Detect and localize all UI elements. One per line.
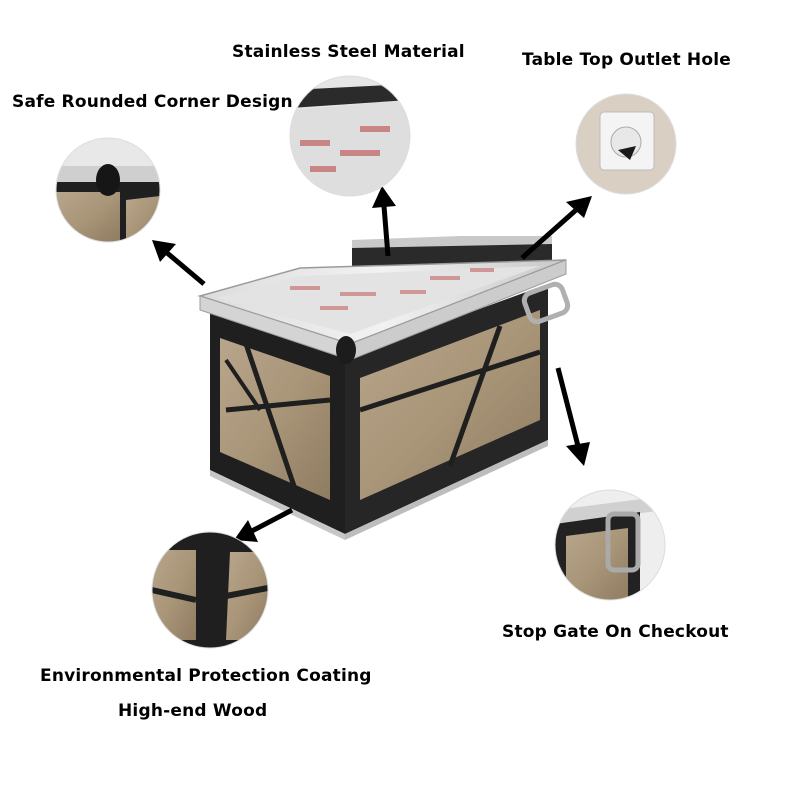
detail-circle-rounded-corner: [55, 137, 161, 243]
label-environmental-coating: Environmental Protection Coating: [40, 666, 372, 686]
label-rounded-corner: Safe Rounded Corner Design: [12, 92, 293, 112]
detail-circle-wood-coating: [151, 531, 269, 649]
label-high-end-wood: High-end Wood: [118, 701, 268, 721]
pointer-arrows: [152, 186, 592, 542]
detail-circle-stainless-steel: [289, 75, 411, 197]
label-stainless-steel: Stainless Steel Material: [232, 42, 465, 62]
label-outlet-hole: Table Top Outlet Hole: [522, 50, 731, 70]
detail-circle-outlet-hole: [575, 93, 677, 195]
detail-circle-stop-gate: [554, 489, 666, 601]
label-stop-gate: Stop Gate On Checkout: [502, 622, 729, 642]
checkout-counter: [197, 236, 571, 540]
